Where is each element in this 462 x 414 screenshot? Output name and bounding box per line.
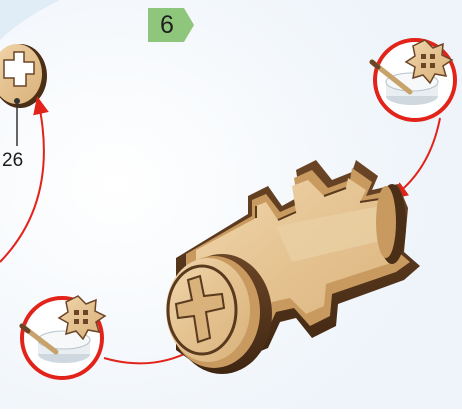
- glue-callout-top: [372, 40, 455, 120]
- part-number-label: 26: [2, 150, 23, 172]
- step-badge: 6: [148, 8, 194, 42]
- step-number: 6: [148, 8, 186, 42]
- glue-callout-bottom: [22, 296, 105, 378]
- part-26-leader-dot: [14, 98, 20, 104]
